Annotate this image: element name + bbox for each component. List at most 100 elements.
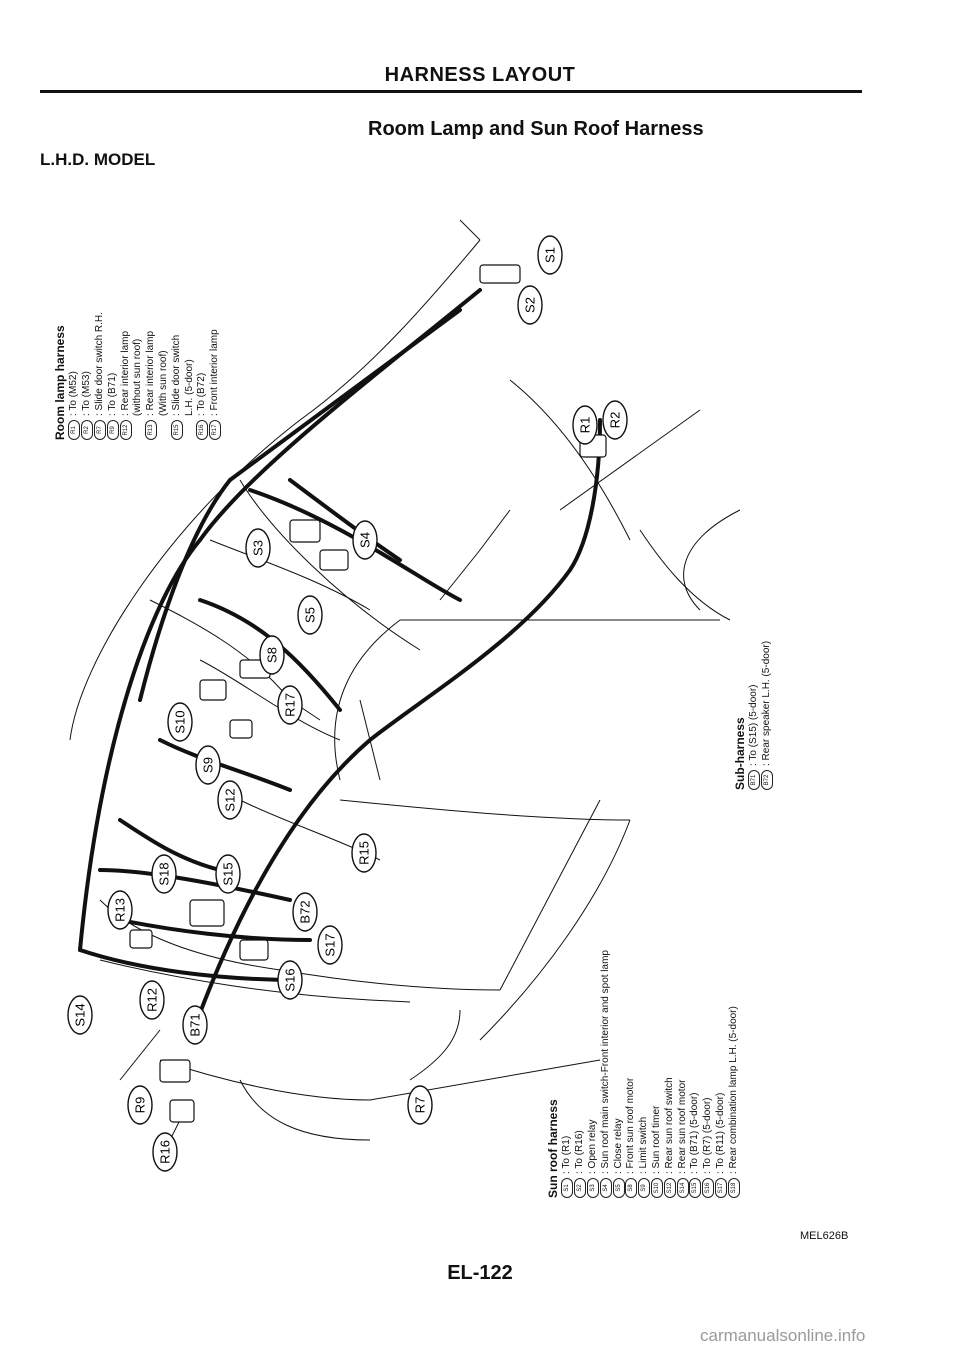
room-lamp-legend-row: R7: Slide door switch R.H. xyxy=(93,312,107,440)
connector-label-s12: S12 xyxy=(217,780,243,820)
connector-label-text: S15 xyxy=(221,862,236,885)
connector-label-text: S14 xyxy=(73,1003,88,1026)
connector-label-text: S9 xyxy=(201,757,216,773)
connector-description: : To (R16) xyxy=(574,1130,586,1174)
connector-description: : To (B71) (5-door) xyxy=(689,1092,701,1174)
sun-roof-legend-row: S8: Front sun roof motor xyxy=(625,950,638,1198)
connector-code: R17 xyxy=(209,420,222,440)
room-lamp-legend-row: (With sun roof) xyxy=(158,312,171,440)
connector-code: B71 xyxy=(748,770,761,790)
room-lamp-legend-row: R16: To (B72) xyxy=(196,312,209,440)
connector-code: S18 xyxy=(727,1178,740,1198)
connector-label-text: R16 xyxy=(158,1140,173,1164)
connector-label-r13: R13 xyxy=(107,890,133,930)
sub-harness-legend: Sub-harness B71: To (S15) (5-door)B72 : R… xyxy=(732,641,774,790)
connector-description: : Rear sun roof motor xyxy=(676,1079,688,1174)
connector-label-text: S3 xyxy=(251,540,266,556)
connector-code: S5 xyxy=(612,1178,625,1198)
sun-roof-legend-row: S5: Close relay xyxy=(612,950,625,1198)
connector-code: S10 xyxy=(650,1178,663,1198)
connector-label-s15: S15 xyxy=(215,854,241,894)
sun-roof-legend-row: S17: To (R11) (5-door) xyxy=(714,950,728,1198)
connector-label-text: S18 xyxy=(157,862,172,885)
connector-description: : Open relay xyxy=(586,1119,598,1174)
sun-roof-legend-row: S9: Limit switch xyxy=(638,950,651,1198)
connector-code: S15 xyxy=(689,1178,702,1198)
connector-label-r16: R16 xyxy=(152,1132,178,1172)
connector-code: R1 xyxy=(68,420,81,440)
connector-description: : To (R7) (5-door) xyxy=(702,1097,714,1174)
connector-label-text: S5 xyxy=(303,607,318,623)
connector-code: S9 xyxy=(638,1178,651,1198)
connector-label-s16: S16 xyxy=(277,960,303,1000)
connector-code: R12 xyxy=(119,420,132,440)
sun-roof-legend-row: S15 : To (B71) (5-door) xyxy=(689,950,702,1198)
connector-code: B72 xyxy=(761,770,774,790)
connector-label-text: S8 xyxy=(265,647,280,663)
model-label: L.H.D. MODEL xyxy=(40,150,156,169)
connector-label-text: R15 xyxy=(357,841,372,865)
connector-code: S17 xyxy=(714,1178,727,1198)
connector-description: : To (B72) xyxy=(196,372,208,416)
connector-description: (With sun roof) xyxy=(157,350,169,416)
connector-label-r9: R9 xyxy=(127,1085,153,1125)
connector-code: S16 xyxy=(702,1178,715,1198)
connector-label-text: S1 xyxy=(543,247,558,263)
connector-label-text: R9 xyxy=(133,1097,148,1114)
room-lamp-legend-row: R15: Slide door switch xyxy=(170,312,183,440)
connector-label-text: R17 xyxy=(283,693,298,717)
room-lamp-legend-row: R12 : Rear interior lamp xyxy=(119,312,132,440)
connector-description: : To (M52) xyxy=(68,371,80,416)
sub-harness-title: Sub-harness xyxy=(733,717,747,790)
sun-roof-legend-row: S2: To (R16) xyxy=(574,950,587,1198)
connector-description: : Sun roof main switch-Front interior an… xyxy=(599,950,611,1174)
connector-label-text: B72 xyxy=(298,900,313,923)
connector-label-r2: R2 xyxy=(602,400,628,440)
connector-label-text: S4 xyxy=(358,532,373,548)
sun-roof-legend-row: S18 : Rear combination lamp L.H. (5-door) xyxy=(727,950,740,1198)
connector-description: : To (R1) xyxy=(561,1135,573,1174)
connector-label-b71: B71 xyxy=(182,1005,208,1045)
connector-description: : Rear combination lamp L.H. (5-door) xyxy=(727,1006,739,1174)
sun-roof-legend-row: S10 : Sun roof timer xyxy=(650,950,664,1198)
connector-label-text: S2 xyxy=(523,297,538,313)
connector-description: : Rear interior lamp xyxy=(119,330,131,416)
connector-code: S12 xyxy=(663,1178,676,1198)
connector-code: S8 xyxy=(625,1178,638,1198)
connector-label-s8: S8 xyxy=(259,635,285,675)
connector-code: R13 xyxy=(145,420,158,440)
connector-label-text: S12 xyxy=(223,788,238,811)
room-lamp-legend-row: R9: To (B71) xyxy=(106,312,119,440)
connector-label-r15: R15 xyxy=(351,833,377,873)
room-lamp-legend-row: L.H. (5-door) xyxy=(183,312,196,440)
sun-roof-legend-row: S3 : Open relay xyxy=(586,950,600,1198)
connector-description: : Rear speaker L.H. (5-door) xyxy=(761,640,773,766)
connector-code: S14 xyxy=(676,1178,689,1198)
connector-description: : To (M53) xyxy=(81,371,93,416)
sub-harness-legend-row: B71: To (S15) (5-door) xyxy=(748,641,761,790)
room-lamp-legend-row: (without sun roof) xyxy=(132,312,145,440)
sun-roof-harness-legend: Sun roof harness S1: To (R1)S2: To (R16)… xyxy=(545,950,740,1198)
connector-label-s17: S17 xyxy=(317,925,343,965)
connector-label-s5: S5 xyxy=(297,595,323,635)
connector-description: : Sun roof timer xyxy=(650,1105,662,1174)
connector-label-r17: R17 xyxy=(277,685,303,725)
figure-code: MEL626B xyxy=(800,1230,849,1242)
connector-label-s2: S2 xyxy=(517,285,543,325)
room-lamp-harness-title: Room lamp harness xyxy=(53,325,67,440)
connector-description: : Front interior lamp xyxy=(209,329,221,416)
connector-label-s4: S4 xyxy=(352,520,378,560)
connector-label-b72: B72 xyxy=(292,892,318,932)
sun-roof-legend-row: S14 : Rear sun roof motor xyxy=(676,950,689,1198)
room-lamp-harness-legend: Room lamp harness R1: To (M52)R2: To (M5… xyxy=(52,312,222,440)
connector-description: : Rear interior lamp xyxy=(145,330,157,416)
room-lamp-legend-row: R17 : Front interior lamp xyxy=(209,312,222,440)
connector-code: S3 xyxy=(586,1178,599,1198)
page-title: HARNESS LAYOUT xyxy=(384,64,576,86)
connector-label-text: R12 xyxy=(145,988,160,1012)
room-lamp-legend-row: R13 : Rear interior lamp xyxy=(145,312,158,440)
connector-label-text: S10 xyxy=(173,710,188,733)
connector-description: L.H. (5-door) xyxy=(183,359,195,416)
connector-description: (without sun roof) xyxy=(132,338,144,416)
sub-harness-legend-row: B72 : Rear speaker L.H. (5-door) xyxy=(761,641,774,790)
